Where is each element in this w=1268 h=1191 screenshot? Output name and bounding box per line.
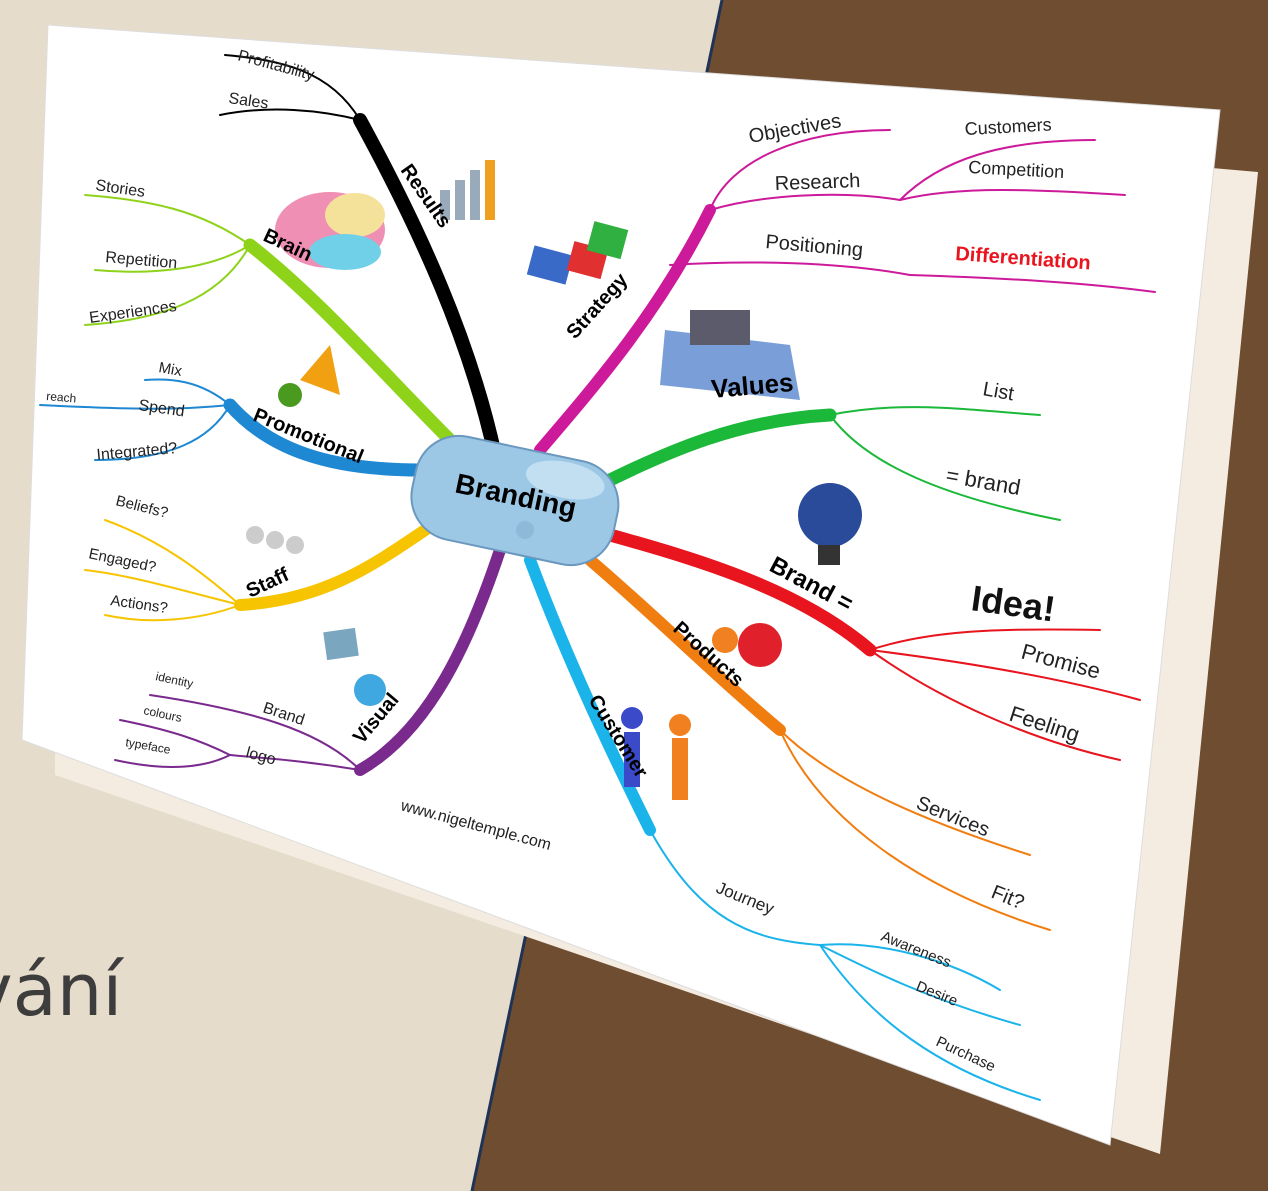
central-node: Branding [410,434,620,567]
people-illustration [621,707,691,800]
leaf-customers: Customers [964,114,1052,139]
leaf-repetition: Repetition [105,249,178,272]
leaf-spend: Spend [137,397,185,420]
staff-illustration [246,526,304,554]
visual-illustration [323,627,386,706]
leaf-reach: reach [46,389,77,406]
staff-branch [234,514,446,611]
chart-illustration [440,160,495,220]
bulb-illustration [798,483,862,565]
customer-branch [524,554,656,836]
leaf-integrated: Integrated? [96,440,178,464]
products-branch [584,554,786,736]
brand-branch [603,528,877,657]
results-branch [353,113,502,462]
sub-branches [39,54,1156,1101]
puzzle-illustration [526,221,629,285]
heart-illustration [712,623,782,667]
megaphone-illustration [278,345,340,407]
visual-branch [354,544,506,776]
values-branch [593,408,837,492]
promotional-branch [223,398,427,477]
leaf-sales: Sales [227,90,269,112]
house-illustration [660,310,800,400]
leaf-mix: Mix [157,359,183,380]
leaf-research: Research [774,170,860,195]
slide-title: vání [0,948,123,1032]
brain-branch [243,238,457,447]
brain-illustration [275,192,385,270]
leaf-stories: Stories [94,177,146,201]
strategy-branch [534,204,716,456]
leaf-list: List [981,378,1016,405]
main-branches [223,113,877,836]
values-label: Values [710,367,795,404]
